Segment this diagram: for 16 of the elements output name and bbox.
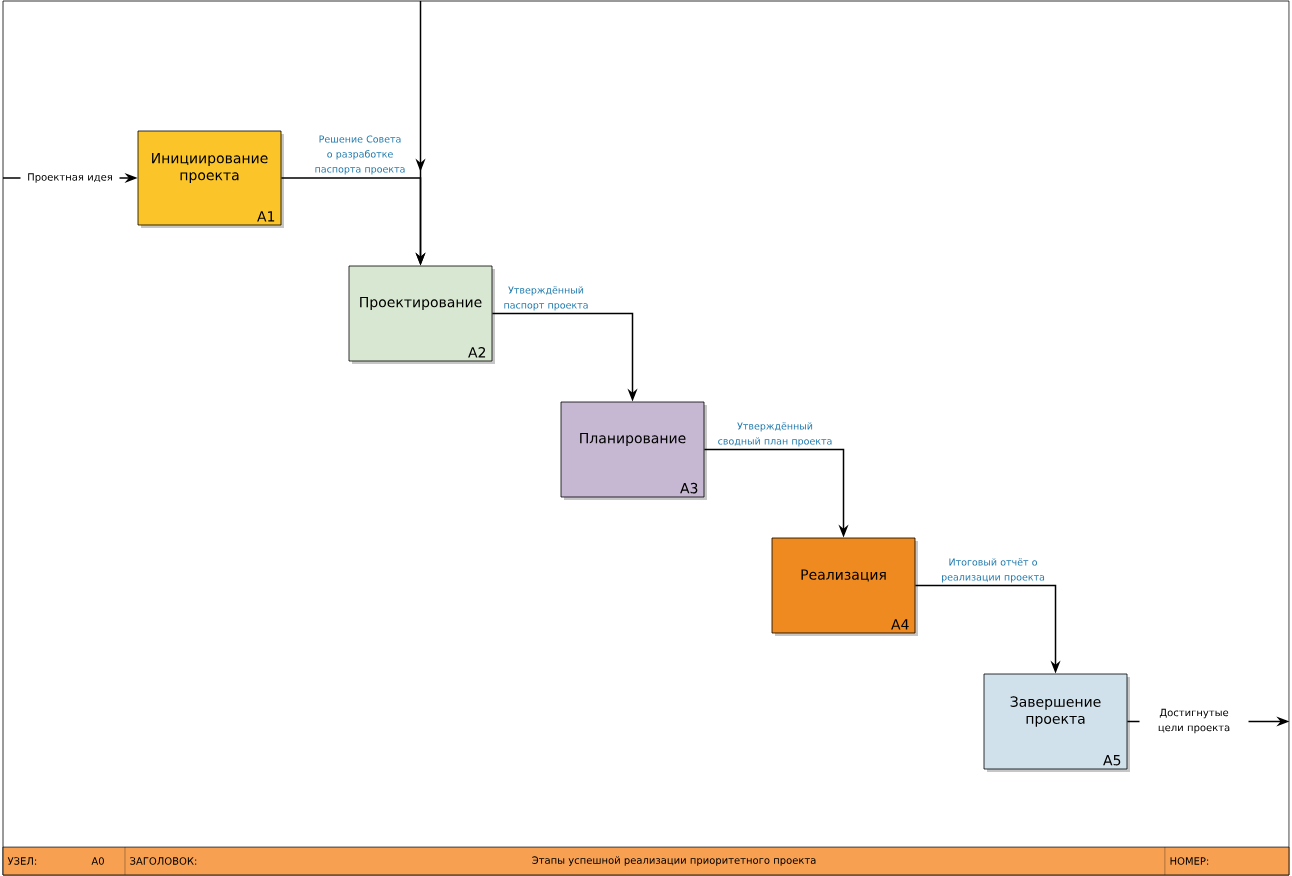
footer-text: ЗАГОЛОВОК:: [130, 857, 197, 865]
footer-text: УЗЕЛ:: [7, 857, 37, 865]
process-box: Инициирование проекта A1: [137, 130, 284, 228]
edge-label: Утверждённый паспорт проекта: [504, 286, 588, 311]
edge-label: Решение Совета о разработке паспорта проекта: [315, 135, 405, 175]
process-box: Завершение проекта A5: [983, 673, 1130, 772]
footer-text: A0: [91, 857, 104, 865]
edge-label: Достигнутые цели проекта: [1139, 706, 1249, 736]
process-box: Проектирование A2: [348, 265, 495, 364]
process-box: Реализация A4: [771, 537, 918, 636]
process-box: Планирование A3: [560, 401, 707, 500]
edge-label: Итоговый отчёт о реализации проекта: [942, 558, 1045, 583]
footer-text: НОМЕР:: [1170, 857, 1209, 865]
edge-label: Утверждённый сводный план проекта: [718, 422, 832, 447]
edge-label: Проектная идея: [20, 171, 120, 185]
footer-text: Этапы успешной реализации приоритетного проекта: [532, 856, 816, 866]
